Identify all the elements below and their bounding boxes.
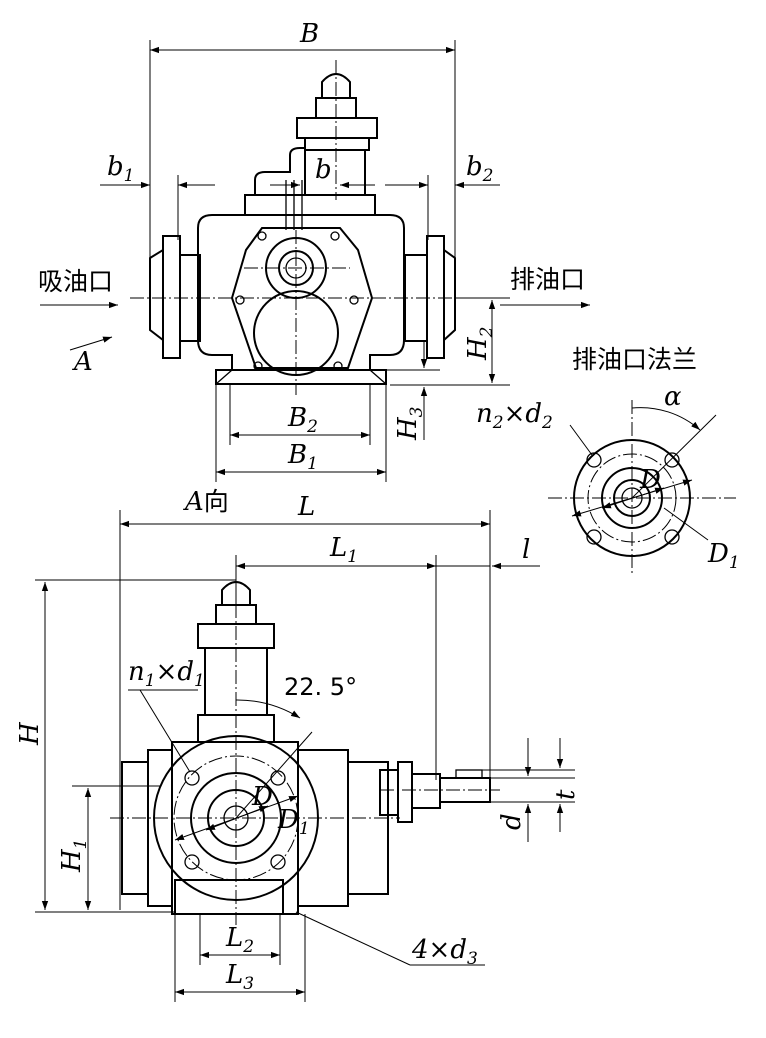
dim-h-label: H (15, 721, 45, 746)
inlet-flange-face (149, 248, 164, 343)
dim-b-label: B (299, 19, 319, 49)
cover-bolt-icon (333, 361, 343, 371)
front-base (174, 879, 284, 915)
flange-bolt-hole-icon (586, 452, 602, 468)
relief-valve-neck (304, 137, 370, 151)
cover-bolt-icon (349, 295, 359, 305)
dim-b2-label: b2 (466, 152, 493, 186)
dim-t-label: t (551, 789, 581, 800)
front-d-line (205, 805, 269, 831)
outlet-flange (426, 235, 445, 359)
shaft-key (455, 769, 483, 779)
cover-plate (230, 227, 374, 369)
flange-bolt-hole-icon (664, 529, 680, 545)
angle-arc (235, 699, 301, 719)
dim-b1-big-label: B1 (287, 440, 318, 474)
foot-holes-label: 4×d3 (411, 935, 478, 969)
outlet-flange-face (443, 248, 456, 343)
dim-l2-label: L2 (225, 923, 254, 957)
dim-l3-label: L3 (225, 960, 254, 994)
front-bolt-hole-icon (184, 770, 200, 786)
inlet-flange-side (121, 761, 149, 895)
dim-h3-label: H3 (393, 406, 427, 441)
outlet-label: 排油口 (510, 265, 585, 294)
n1d1-leader (139, 689, 191, 773)
outlet-flange-side (347, 761, 389, 895)
valve-bypass-pipe (254, 138, 306, 195)
front-bolt-hole-icon (270, 770, 286, 786)
outlet-flange-view: 排油口法兰 α n2×d2 D D1 (476, 345, 740, 576)
view-a-arrow (69, 336, 113, 351)
flange-bolt-hole-icon (664, 452, 680, 468)
dim-l1-label: L1 (329, 533, 358, 567)
flange-d-label: D (639, 465, 661, 495)
n1d1-label: n1×d1 (128, 657, 205, 691)
alpha-arc (631, 407, 701, 431)
coupling-nut (397, 761, 413, 823)
dim-d-label: d (497, 813, 527, 830)
inlet-flange (162, 235, 181, 359)
front-bolt-hole-icon (270, 854, 286, 870)
mounting-base (215, 369, 387, 385)
front-d-label: D (251, 782, 273, 812)
flange-d1-leader (663, 507, 709, 541)
n2d2-leader (569, 424, 593, 456)
dim-b1-label: b1 (107, 152, 134, 186)
dim-l-small-label: l (522, 535, 530, 565)
foot-holes-leader (295, 911, 411, 966)
flange-d-line (601, 487, 665, 509)
front-d1-label: D1 (277, 805, 310, 839)
relief-valve-cap (296, 117, 378, 139)
front-view: A向 L L1 l H H1 (15, 487, 581, 1002)
base-fillet-right (369, 369, 387, 385)
body-collar (244, 194, 376, 216)
cover-bolt-icon (257, 231, 267, 241)
flange-bolt-hole-icon (586, 529, 602, 545)
flange-title: 排油口法兰 (572, 345, 697, 374)
inlet-housing-side (147, 749, 173, 907)
dim-b2-big-label: B2 (287, 403, 318, 437)
dim-h2-label: H2 (463, 326, 497, 361)
front-bolt-hole-icon (184, 854, 200, 870)
dim-l-label: L (297, 492, 315, 522)
inlet-label: 吸油口 (38, 267, 113, 296)
n2d2-label: n2×d2 (476, 399, 553, 433)
cover-bolt-icon (330, 231, 340, 241)
cover-bolt-icon (253, 361, 263, 371)
pump-body (197, 214, 405, 371)
base-fillet-left (215, 369, 233, 385)
angle-label: 22. 5° (284, 673, 357, 701)
dim-b-small-label: b (315, 155, 332, 185)
dim-h1-label: H1 (57, 838, 91, 873)
flange-d1-label: D1 (707, 539, 740, 573)
top-view: B b1 b b2 (38, 19, 590, 482)
cover-bolt-icon (235, 295, 245, 305)
view-a-direction-label: A向 (183, 487, 229, 517)
relief-valve-body (304, 149, 366, 196)
alpha-label: α (664, 382, 682, 412)
view-a-label: A (72, 347, 93, 377)
